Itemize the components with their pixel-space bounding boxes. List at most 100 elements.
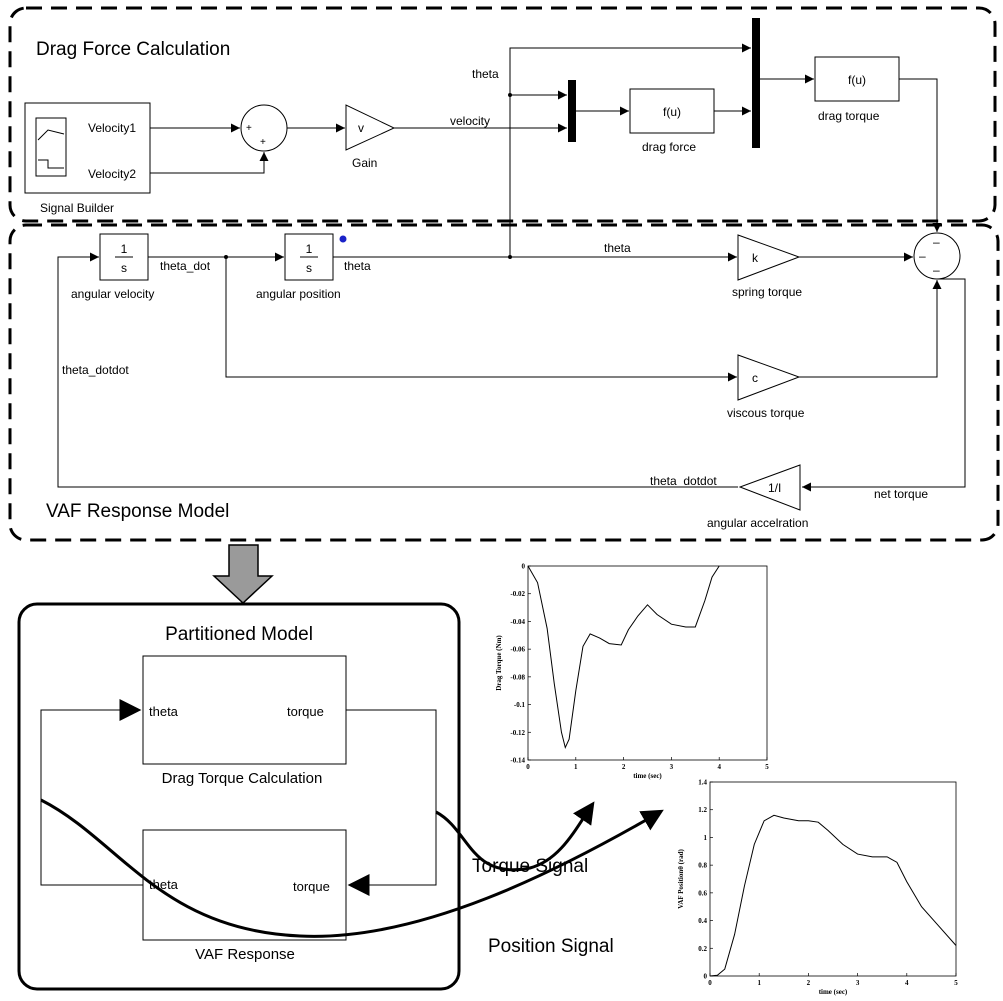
signal-net-torque: net torque [874,487,928,501]
mux-drag-force[interactable] [568,80,576,142]
x-tick-label: 3 [856,979,860,987]
partitioned-model-region: Partitioned Model theta torque Drag Torq… [17,602,664,991]
position-signal-curve [40,798,664,938]
y-tick-label: -0.12 [510,729,525,737]
drag-force-wiring [150,43,942,256]
x-axis-label: time (sec) [633,772,662,780]
mux-drag-torque[interactable] [752,18,760,148]
y-tick-label: 1 [704,834,708,842]
inertia-gain-block[interactable] [738,464,801,511]
gain-block[interactable] [345,104,396,151]
signal-velocity: velocity [450,114,490,128]
gain-label: Gain [352,156,377,170]
sum-velocity-sign2: + [260,137,266,148]
signal-theta-dot: theta_dot [160,259,211,273]
x-tick-label: 4 [717,763,721,771]
viscous-label: viscous torque [727,406,805,420]
partitioned-model-boundary [17,602,461,991]
spring-symbol: k [752,251,759,265]
vaf-response-wiring [57,252,966,492]
integrator1-num: 1 [121,242,128,256]
series-line-0 [709,814,957,977]
integrator1-den: s [121,261,127,275]
integrator2-den: s [306,261,312,275]
y-tick-label: -0.1 [514,701,526,709]
drag-force-block[interactable] [629,88,715,134]
integrator-angular-velocity[interactable] [99,233,149,281]
y-tick-label: 0 [704,973,708,981]
vaf-response-subsystem[interactable] [142,829,347,941]
signal-theta-out: theta [344,259,371,273]
x-tick-label: 5 [765,763,769,771]
transformation-arrow [212,544,274,605]
sum-torque-sign1: – [933,235,940,249]
vaf-response-boundary [8,223,1000,542]
y-tick-label: 1.4 [698,779,707,787]
vaf-response-title: VAF Response Model [46,501,229,522]
x-tick-label: 2 [807,979,811,987]
signal-theta-mid: theta [604,241,631,255]
drag-subsystem-label: Drag Torque Calculation [162,770,323,787]
signal-probe-marker[interactable] [339,235,347,243]
y-tick-label: 1.2 [698,806,707,814]
torque-signal-curve [435,801,595,872]
x-tick-label: 1 [574,763,578,771]
signal-builder-out1: Velocity1 [88,121,136,135]
viscous-symbol: c [752,371,758,385]
spring-label: spring torque [732,285,802,299]
signal-theta-dotdot-left: theta_dotdot [62,363,129,377]
vaf-subsystem-out: torque [293,879,330,894]
drag-force-region: Drag Force Calculation Velocity1 Velocit… [8,6,997,256]
inertia-label: angular accelration [707,516,808,530]
y-axis-label: Drag Torque (Nm) [495,635,503,691]
x-axis-label: time (sec) [819,988,848,996]
signal-builder-icon [35,117,67,177]
partitioned-wiring [40,699,437,896]
x-tick-label: 5 [954,979,958,987]
x-tick-label: 4 [905,979,909,987]
spring-gain-block[interactable] [737,234,801,281]
sum-torque-sign3: – [933,263,940,277]
gain-symbol: v [358,121,364,135]
y-tick-label: 0.8 [698,862,707,870]
drag-torque-expr: f(u) [848,73,866,87]
drag-torque-subsystem[interactable] [142,655,347,765]
y-tick-label: -0.02 [510,590,525,598]
x-tick-label: 2 [622,763,626,771]
x-tick-label: 0 [526,763,530,771]
y-tick-label: -0.08 [510,673,525,681]
x-tick-label: 0 [708,979,712,987]
y-tick-label: -0.14 [510,757,525,765]
signal-builder-out2: Velocity2 [88,167,136,181]
branch-point-theta [508,255,512,259]
y-tick-label: 0.2 [698,945,707,953]
drag-force-boundary [8,6,997,223]
sum-velocity-sign1: + [246,123,252,134]
chart-frame [709,781,957,977]
integrator2-label: angular position [256,287,341,301]
branch-point-theta-dot [224,255,228,259]
position-signal-label: Position Signal [488,936,614,957]
y-tick-label: -0.04 [510,618,525,626]
viscous-gain-block[interactable] [737,354,801,401]
partitioned-model-title: Partitioned Model [165,624,313,645]
signal-builder-label: Signal Builder [40,201,114,215]
y-tick-label: -0.06 [510,646,525,654]
vaf-response-region: VAF Response Model 1 s angular velocity … [8,223,1000,542]
sum-torque-sign2: – [919,249,926,263]
drag-torque-block[interactable] [814,56,900,102]
vaf-subsystem-label: VAF Response [195,946,295,963]
inertia-symbol: 1/I [768,481,781,495]
drag-torque-chart: 0 1 2 3 4 5 0 -0.02 -0.04 -0.06 -0.08 -0.1 -0.12 -0.1… [495,563,769,781]
y-tick-label: 0 [522,563,526,571]
drag-force-title: Drag Force Calculation [36,39,230,60]
signal-theta-top: theta [472,67,499,81]
drag-force-label: drag force [642,140,696,154]
drag-subsystem-out: torque [287,704,324,719]
y-tick-label: 0.4 [698,917,707,925]
integrator1-label: angular velocity [71,287,154,301]
drag-subsystem-in: theta [149,704,179,719]
x-tick-label: 3 [670,763,674,771]
